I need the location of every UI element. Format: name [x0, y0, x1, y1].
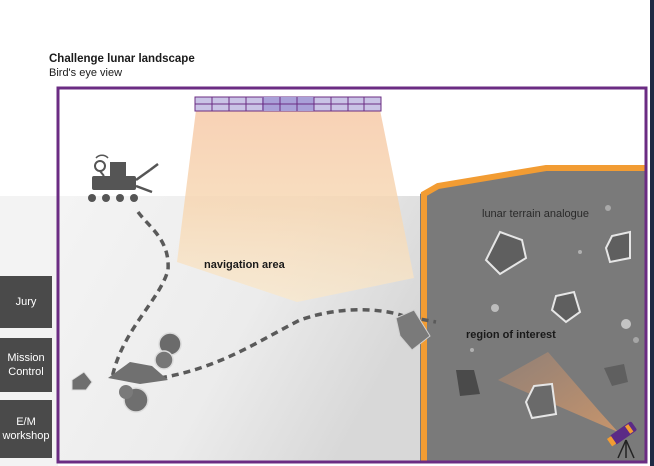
- terrain-rocks: [456, 205, 639, 420]
- window-edge: [650, 0, 654, 466]
- lunar-terrain: [420, 165, 646, 462]
- sidebar-item-em-workshop[interactable]: E/M workshop: [0, 400, 52, 458]
- telescope-icon: [606, 421, 637, 459]
- rover-path: [110, 210, 437, 380]
- landscape-frame: [56, 86, 648, 464]
- rover-icon: [88, 154, 159, 202]
- navigation-area-label: navigation area: [204, 259, 286, 271]
- region-of-interest-label: region of interest: [466, 329, 556, 341]
- title-block: Challenge lunar landscape Bird's eye vie…: [49, 52, 195, 80]
- diagram-title: Challenge lunar landscape: [49, 53, 195, 65]
- telescope-beam: [498, 352, 618, 432]
- sidebar-item-jury[interactable]: Jury: [0, 276, 52, 328]
- sidebar-item-mission-control[interactable]: Mission Control: [0, 338, 52, 392]
- navigation-area-field: [177, 110, 414, 302]
- terrain-label: lunar terrain analogue: [482, 208, 589, 220]
- floor-rocks: [71, 309, 431, 413]
- camera-grid-icon: [194, 96, 382, 112]
- diagram-subtitle: Bird's eye view: [49, 67, 123, 79]
